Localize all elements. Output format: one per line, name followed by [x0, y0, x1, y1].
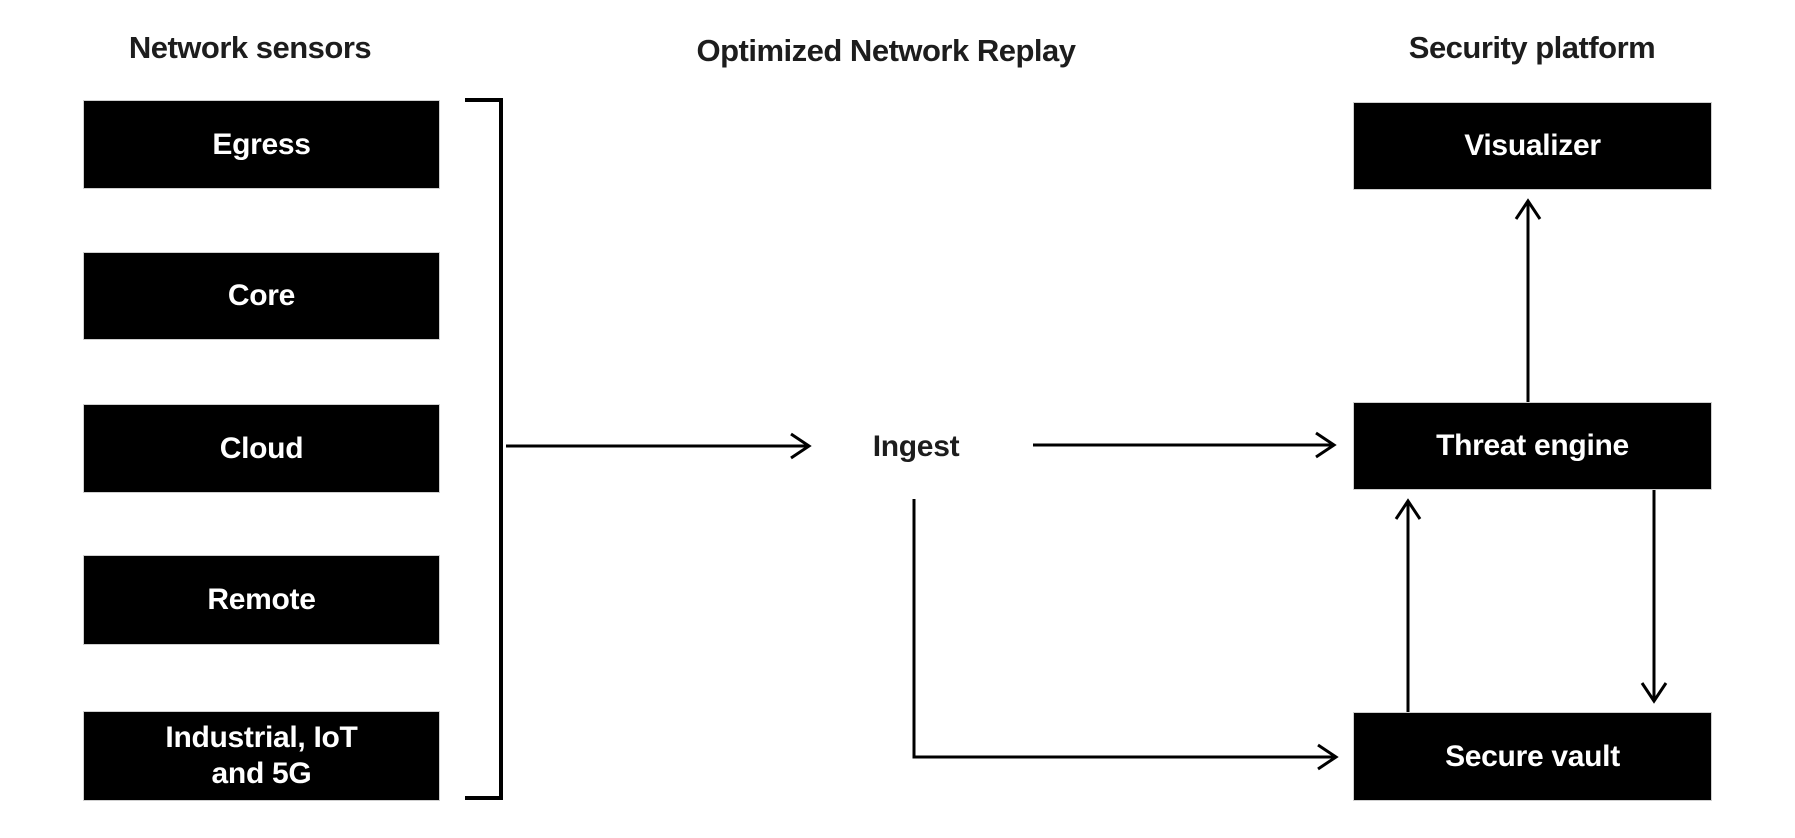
node-ingest: Ingest	[872, 430, 960, 463]
node-core: Core	[83, 252, 440, 340]
node-cloud: Cloud	[83, 404, 440, 493]
column-title-security-platform: Security platform	[1408, 30, 1656, 65]
sensors-group-bracket	[465, 98, 503, 800]
column-title-network-sensors: Network sensors	[128, 30, 372, 65]
node-industrial-iot-5g: Industrial, IoT and 5G	[83, 711, 440, 801]
node-remote: Remote	[83, 555, 440, 645]
arrow-ingest-to-secure-vault	[912, 499, 1339, 771]
node-secure-vault: Secure vault	[1353, 712, 1712, 801]
node-egress: Egress	[83, 100, 440, 189]
column-title-optimized-network-replay: Optimized Network Replay	[696, 33, 1076, 68]
node-visualizer: Visualizer	[1353, 102, 1712, 190]
node-threat-engine: Threat engine	[1353, 402, 1712, 490]
